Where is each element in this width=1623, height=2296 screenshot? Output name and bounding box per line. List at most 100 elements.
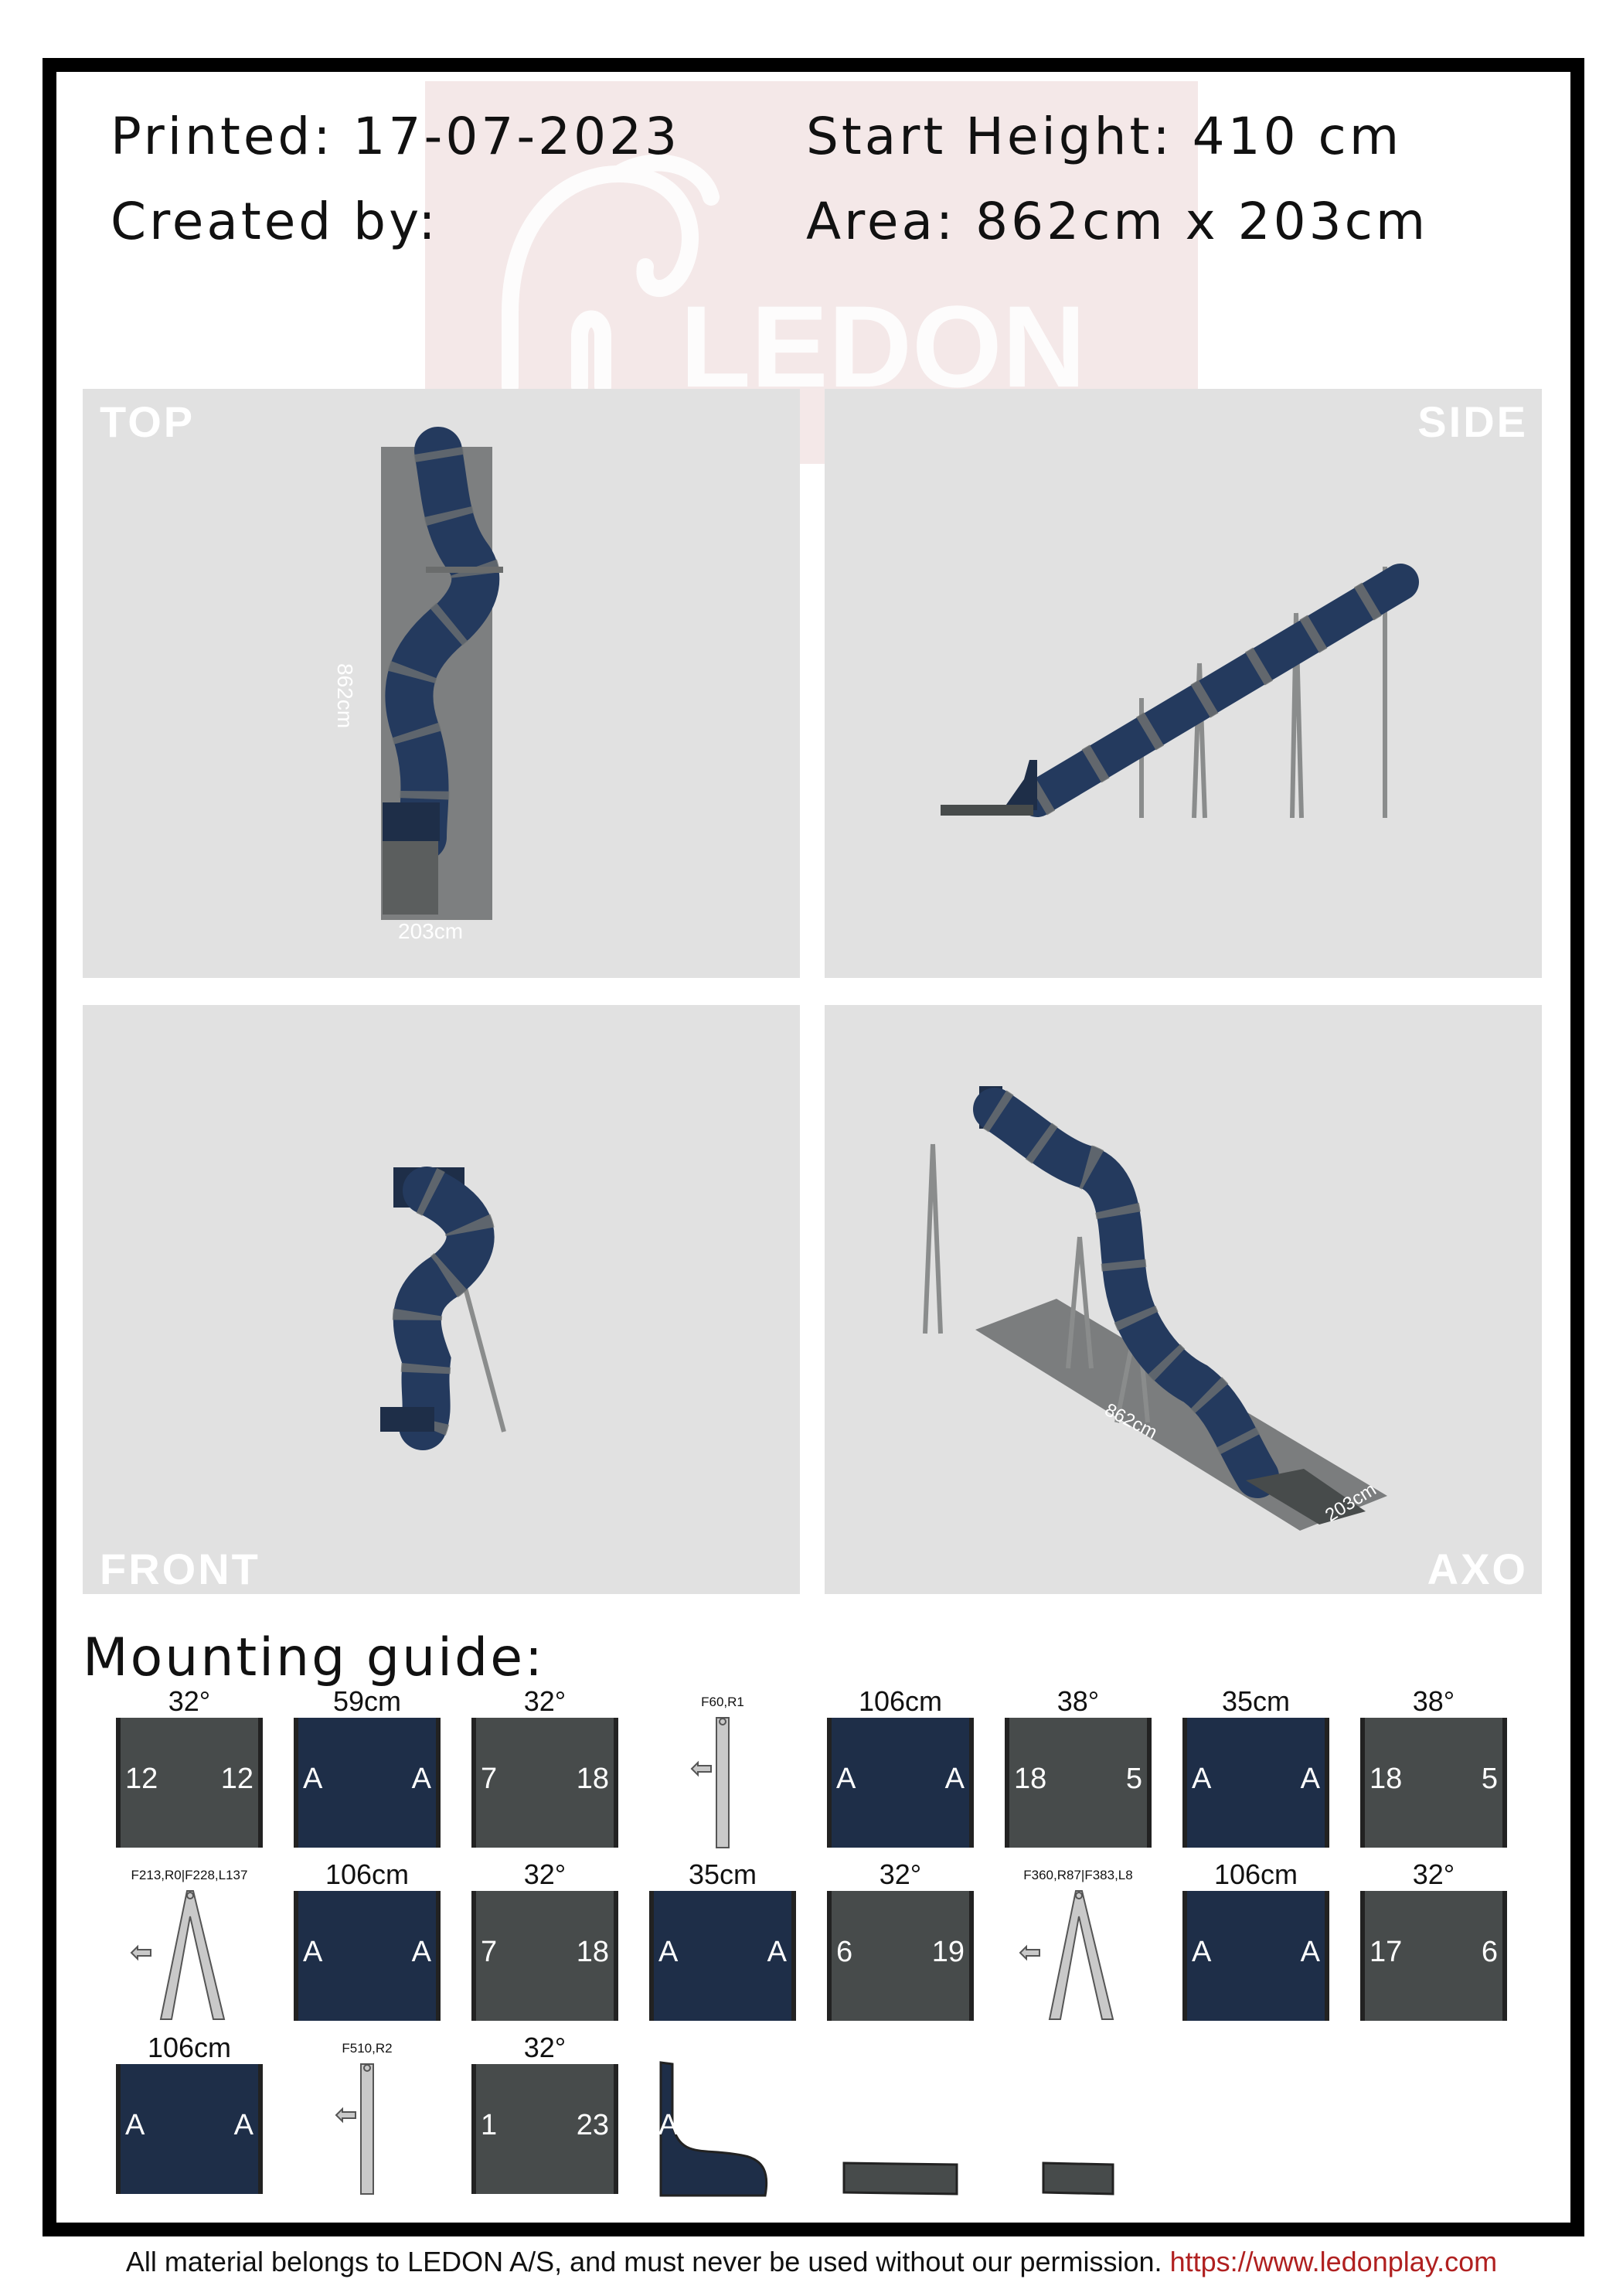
axo-view-label: AXO <box>1427 1545 1528 1593</box>
top-view: TOP 862cm 203cm <box>83 389 800 978</box>
exit-section-icon <box>659 2061 768 2197</box>
tube-left-mark: A <box>303 1763 323 1795</box>
tube-left-mark: 18 <box>1370 1763 1403 1795</box>
part-caption: F360,R87|F383,L8 <box>1023 1868 1133 1882</box>
top-view-label: TOP <box>100 397 196 446</box>
tube-left-mark: 7 <box>481 1763 498 1795</box>
axo-view-drawing <box>923 1086 1387 1531</box>
printed-date: Printed: 17-07-2023 <box>111 107 681 166</box>
top-view-drawing <box>381 427 503 920</box>
tube-segment: 12 12 <box>116 1718 263 1848</box>
part-caption: 106cm <box>147 2032 232 2063</box>
tube-segment: 7 18 <box>471 1718 618 1848</box>
created-by: Created by: <box>111 192 439 251</box>
tube-left-mark: 6 <box>836 1936 853 1968</box>
part-caption: 35cm <box>688 1858 757 1890</box>
tube-right-mark: 12 <box>220 1763 253 1795</box>
tube-left-mark: 18 <box>1014 1763 1047 1795</box>
tube-right-mark: A <box>411 1763 431 1795</box>
tube-segment: 7 18 <box>471 1891 618 2021</box>
mounting-part: 32° 1 23 <box>471 2032 618 2198</box>
mounting-part: F510,R2 <box>294 2032 441 2198</box>
tube-right-mark: A <box>767 1936 787 1968</box>
part-caption: 32° <box>879 1858 922 1890</box>
footer-text: All material belongs to LEDON A/S, and m… <box>125 2246 1162 2277</box>
tube-right-mark: 23 <box>576 2109 609 2141</box>
a-frame-post-icon <box>130 1890 226 2020</box>
tube-right-mark: A <box>1300 1936 1320 1968</box>
tube-left-mark: A <box>1192 1763 1212 1795</box>
run-out-pad-icon <box>842 2161 958 2196</box>
tube-left-mark: A <box>658 1936 679 1968</box>
mounting-part: F360,R87|F383,L8 <box>1005 1858 1152 2025</box>
end-pad-icon <box>1042 2161 1114 2196</box>
mounting-part <box>842 2032 989 2198</box>
mounting-part: F60,R1 <box>649 1685 796 1851</box>
part-caption: 35cm <box>1221 1685 1291 1717</box>
tube-segment: 6 19 <box>827 1891 974 2021</box>
mounting-part <box>1036 2032 1182 2198</box>
post-icon <box>335 2063 374 2195</box>
front-view: FRONT <box>83 1005 800 1594</box>
a-frame-post-icon <box>1019 1890 1114 2020</box>
footer-link[interactable]: https://www.ledonplay.com <box>1169 2246 1498 2277</box>
tube-left-mark: 7 <box>481 1936 498 1968</box>
mounting-part: 32° 6 19 <box>827 1858 974 2025</box>
front-view-drawing <box>380 1167 506 1450</box>
tube-right-mark: 6 <box>1481 1936 1498 1968</box>
mounting-guide-title: Mounting guide: <box>83 1627 545 1688</box>
part-caption: 38° <box>1056 1685 1100 1717</box>
part-caption: F510,R2 <box>342 2041 393 2056</box>
tube-right-mark: 19 <box>931 1936 965 1968</box>
tube-right-mark: 18 <box>576 1936 609 1968</box>
axo-view: AXO 862cm 203cm <box>825 1005 1542 1594</box>
mounting-part: 32° 7 18 <box>471 1858 618 2025</box>
start-height: Start Height: 410 cm <box>806 107 1403 166</box>
mounting-part: F213,R0|F228,L137 <box>116 1858 263 2025</box>
side-view: SIDE <box>825 389 1542 978</box>
exit-left-mark: A <box>658 2109 679 2141</box>
part-caption: 32° <box>1412 1858 1455 1890</box>
tube-segment: 1 23 <box>471 2064 618 2194</box>
front-view-label: FRONT <box>100 1545 260 1593</box>
top-width-dim: 203cm <box>398 919 464 943</box>
tube-left-mark: A <box>125 2109 145 2141</box>
tube-left-mark: A <box>303 1936 323 1968</box>
side-view-label: SIDE <box>1417 397 1528 446</box>
post-icon <box>690 1717 730 1848</box>
part-caption: F60,R1 <box>701 1695 744 1709</box>
mounting-part: A <box>649 2032 796 2198</box>
part-caption: 106cm <box>858 1685 943 1717</box>
part-caption: 32° <box>523 1858 567 1890</box>
tube-left-mark: A <box>1192 1936 1212 1968</box>
side-view-drawing <box>941 564 1419 819</box>
part-caption: 106cm <box>1213 1858 1298 1890</box>
tube-right-mark: 18 <box>576 1763 609 1795</box>
part-caption: 32° <box>523 2032 567 2063</box>
tube-right-mark: A <box>944 1763 965 1795</box>
part-caption: 59cm <box>332 1685 402 1717</box>
tube-left-mark: 1 <box>481 2109 498 2141</box>
tube-left-mark: 12 <box>125 1763 158 1795</box>
part-caption: F213,R0|F228,L137 <box>131 1868 248 1882</box>
part-caption: 38° <box>1412 1685 1455 1717</box>
tube-right-mark: A <box>1300 1763 1320 1795</box>
tube-right-mark: A <box>233 2109 253 2141</box>
area: Area: 862cm x 203cm <box>806 192 1429 251</box>
part-caption: 106cm <box>325 1858 410 1890</box>
